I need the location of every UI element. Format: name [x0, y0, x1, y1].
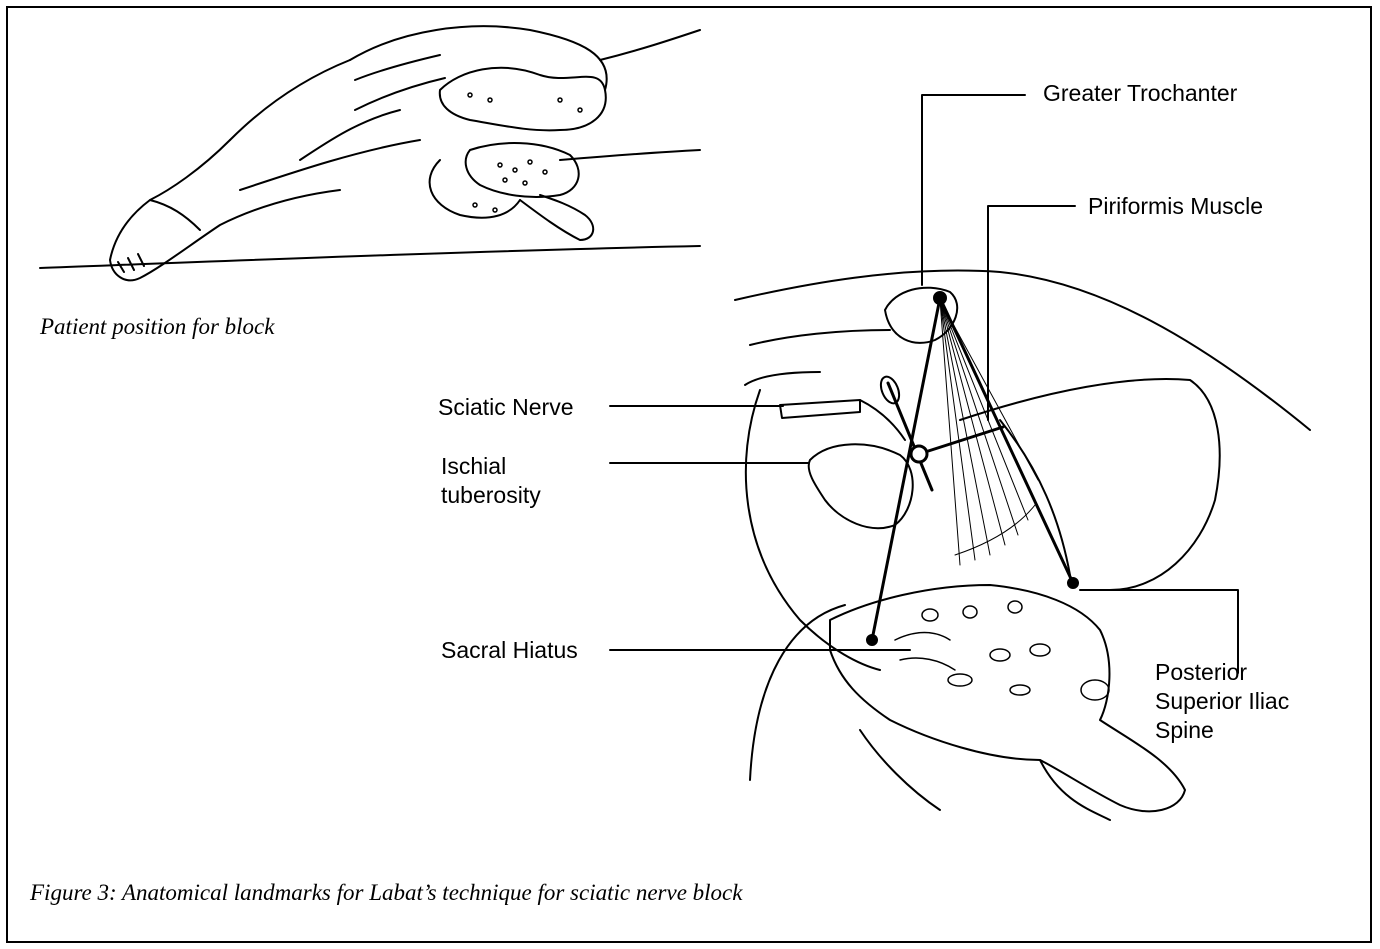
sciatic-nerve-label: Sciatic Nerve — [438, 393, 573, 422]
ischial-tuberosity-line-1: Ischial — [441, 452, 541, 481]
psis-line-3: Spine — [1155, 716, 1289, 745]
ischial-tuberosity-line-2: tuberosity — [441, 481, 541, 510]
psis-label: Posterior Superior Iliac Spine — [1155, 658, 1289, 744]
piriformis-muscle-label: Piriformis Muscle — [1088, 192, 1263, 221]
patient-position-caption: Patient position for block — [40, 314, 274, 340]
psis-line-2: Superior Iliac — [1155, 687, 1289, 716]
ischial-tuberosity-label: Ischial tuberosity — [441, 452, 541, 510]
patient-position-drawing — [40, 26, 700, 280]
psis-line-1: Posterior — [1155, 658, 1289, 687]
sacral-hiatus-label: Sacral Hiatus — [441, 636, 578, 665]
greater-trochanter-label: Greater Trochanter — [1043, 79, 1237, 108]
figure-caption: Figure 3: Anatomical landmarks for Labat… — [30, 880, 742, 906]
